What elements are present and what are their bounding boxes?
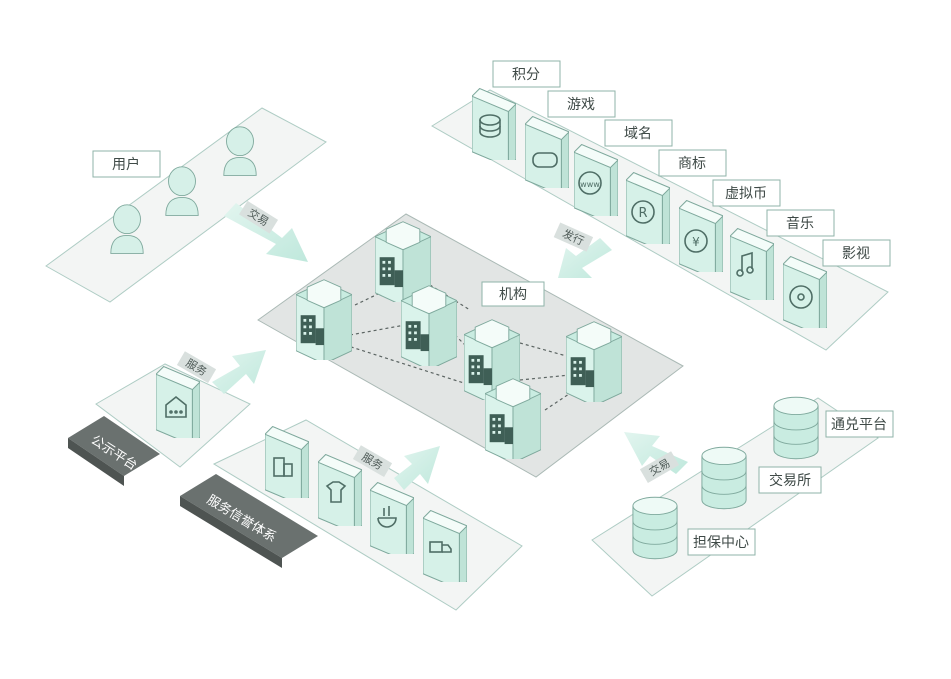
svg-text:¥: ¥	[692, 235, 700, 249]
center-label: 机构	[481, 281, 545, 307]
token-label-0: 积分	[512, 67, 540, 83]
building-icon	[566, 321, 622, 402]
token-label-6: 影视	[842, 246, 870, 262]
exchange-label-1: 交易所	[769, 472, 811, 489]
public-platform: 公示平台	[68, 363, 251, 486]
token-label-2: 域名	[624, 126, 652, 142]
database-icon	[701, 446, 747, 510]
center-label-text: 机构	[499, 287, 527, 303]
tokens-platform: www R ¥	[431, 88, 889, 351]
arrow-issue: 发行	[553, 222, 612, 278]
users-label: 用户	[112, 156, 140, 173]
svg-text:www: www	[580, 180, 600, 189]
token-label-4: 虚拟币	[725, 186, 767, 202]
database-icon	[773, 396, 819, 460]
exchange-platform: 通兑平台 交易所 担保中心	[591, 396, 894, 597]
arrow-service-credit: 服务	[352, 445, 440, 490]
building-icon	[401, 285, 457, 366]
building-icon	[485, 378, 541, 459]
arrow-trade-exchange: 交易	[624, 432, 688, 484]
building-icon	[296, 279, 352, 360]
exchange-label-0: 通兑平台	[831, 417, 887, 433]
token-label-1: 游戏	[567, 97, 595, 113]
token-label-5: 音乐	[786, 215, 814, 232]
exchange-label-2: 担保中心	[693, 535, 749, 551]
users-platform: 用户	[45, 107, 327, 303]
database-icon	[632, 496, 678, 560]
arrow-trade-users: 交易	[224, 200, 308, 262]
credit-platform: 服务信誉体系	[180, 419, 523, 611]
svg-text:R: R	[638, 206, 647, 221]
token-label-3: 商标	[678, 156, 706, 172]
token-labels: 积分 游戏 域名 商标 虚拟币 音乐 影视	[492, 60, 891, 267]
